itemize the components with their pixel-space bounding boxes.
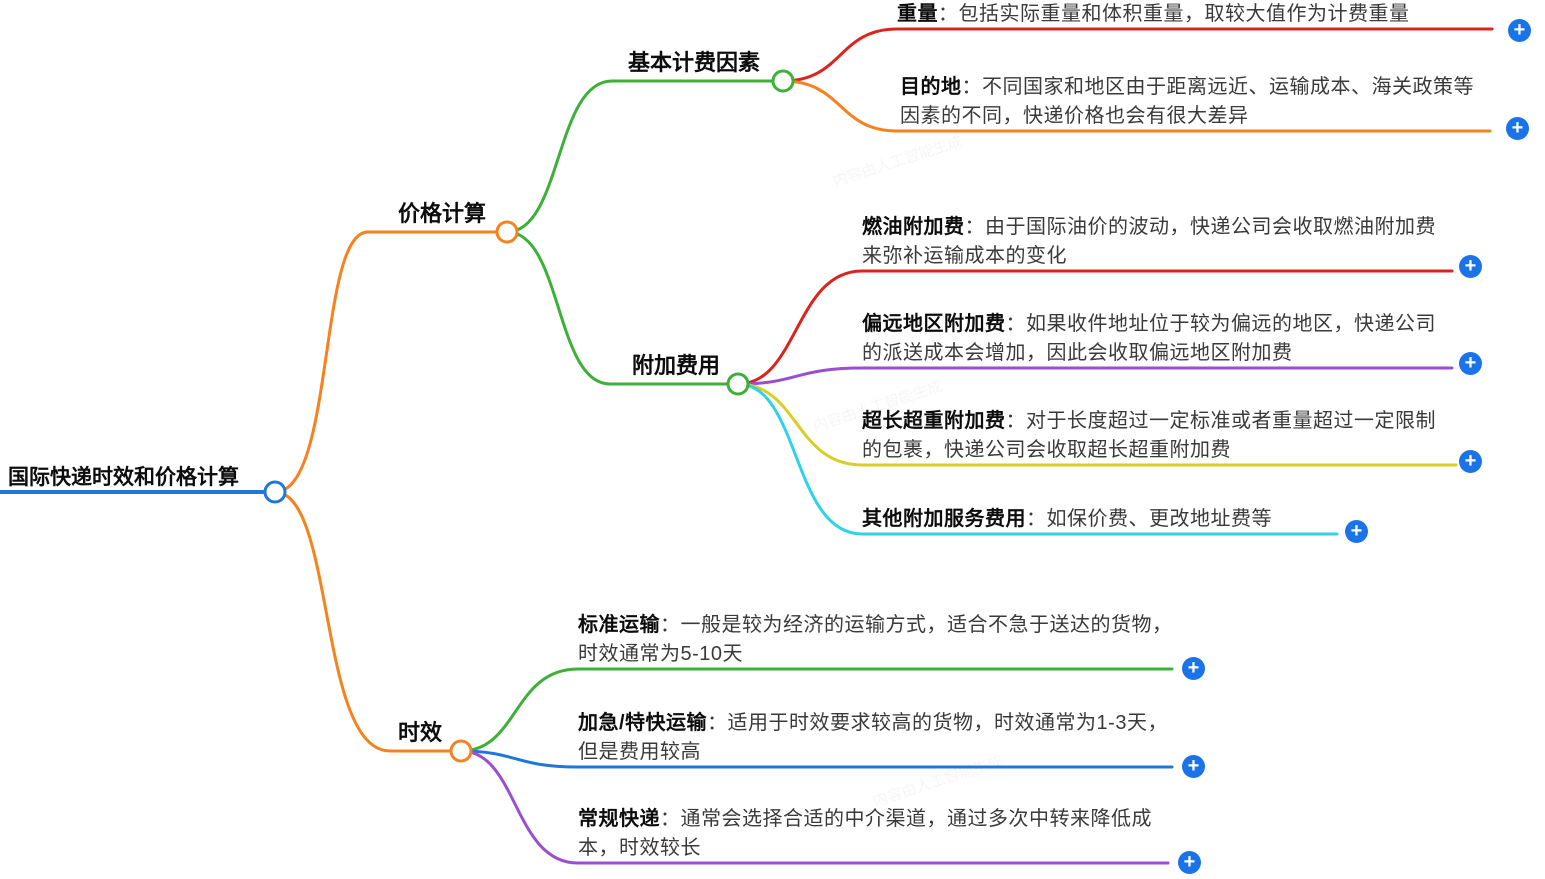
edge-basic-weight (781, 27, 1494, 83)
add-subtopic-button-remote-area-surcharge[interactable] (1459, 352, 1482, 375)
leaf-topic-other-service-fees-label: 其他附加服务费用 (862, 508, 1026, 530)
leaf-topic-fuel-surcharge[interactable]: 燃油附加费：由于国际油价的波动，快递公司会收取燃油附加费来弥补运输成本的变化 (862, 213, 1454, 271)
leaf-topic-oversize-overweight-surcharge-label: 超长超重附加费 (862, 410, 1006, 432)
leaf-topic-destination-label: 目的地 (900, 76, 962, 98)
node-handle-price[interactable] (495, 220, 519, 244)
leaf-topic-destination-desc: ：不同国家和地区由于距离远近、运输成本、海关政策等因素的不同，快递价格也会有很大… (900, 76, 1474, 127)
leaf-topic-fuel-surcharge-desc: ：由于国际油价的波动，快递公司会收取燃油附加费来弥补运输成本的变化 (862, 216, 1436, 267)
leaf-topic-weight-label: 重量 (897, 3, 938, 25)
leaf-topic-standard-shipping-desc: ：一般是较为经济的运输方式，适合不急于送达的货物，时效通常为5-10天 (578, 614, 1173, 665)
leaf-topic-regular-express-desc: ：通常会选择合适的中介渠道，通过多次中转来降低成本，时效较长 (578, 808, 1152, 859)
edge-surcharge-other (736, 382, 1339, 536)
node-handle-time[interactable] (449, 739, 473, 763)
add-subtopic-button-oversize-overweight-surcharge[interactable] (1459, 450, 1482, 473)
edge-surcharge-oversize (736, 382, 1458, 467)
branch-topic-timeliness[interactable]: 时效 (398, 720, 443, 745)
leaf-topic-fuel-surcharge-label: 燃油附加费 (862, 216, 965, 238)
edge-root-time (273, 490, 452, 753)
add-subtopic-button-destination[interactable] (1506, 117, 1529, 140)
add-subtopic-button-other-service-fees[interactable] (1345, 520, 1368, 543)
node-handle-basic[interactable] (771, 69, 795, 93)
leaf-topic-express-shipping-label: 加急/特快运输 (578, 712, 708, 734)
edge-surcharge-remote (736, 366, 1454, 386)
leaf-topic-weight-desc: ：包括实际重量和体积重量，取较大值作为计费重量 (938, 3, 1410, 25)
leaf-topic-oversize-overweight-surcharge-desc: ：对于长度超过一定标准或者重量超过一定限制的包裹，快递公司会收取超长超重附加费 (862, 410, 1436, 461)
edge-price-surcharge (505, 230, 729, 386)
leaf-topic-standard-shipping-label: 标准运输 (578, 614, 660, 636)
leaf-topic-oversize-overweight-surcharge[interactable]: 超长超重附加费：对于长度超过一定标准或者重量超过一定限制的包裹，快递公司会收取超… (862, 407, 1454, 465)
node-handle-surcharge[interactable] (726, 372, 750, 396)
root-topic[interactable]: 国际快递时效和价格计算 (8, 466, 239, 489)
leaf-topic-other-service-fees-desc: ：如保价费、更改地址费等 (1026, 508, 1272, 530)
edge-basic-destination (781, 79, 1492, 133)
node-handle-root[interactable] (263, 480, 287, 504)
leaf-topic-other-service-fees[interactable]: 其他附加服务费用：如保价费、更改地址费等 (862, 505, 1382, 534)
leaf-topic-express-shipping[interactable]: 加急/特快运输：适用于时效要求较高的货物，时效通常为1-3天，但是费用较高 (578, 709, 1178, 767)
edge-surcharge-fuel (736, 269, 1454, 386)
edge-time-regular (459, 749, 1170, 865)
leaf-topic-regular-express[interactable]: 常规快递：通常会选择合适的中介渠道，通过多次中转来降低成本，时效较长 (578, 805, 1188, 863)
leaf-topic-standard-shipping[interactable]: 标准运输：一般是较为经济的运输方式，适合不急于送达的货物，时效通常为5-10天 (578, 611, 1178, 669)
edge-time-standard (459, 667, 1174, 753)
add-subtopic-button-standard-shipping[interactable] (1182, 657, 1205, 680)
leaf-topic-destination[interactable]: 目的地：不同国家和地区由于距离远近、运输成本、海关政策等因素的不同，快递价格也会… (900, 73, 1492, 131)
leaf-topic-regular-express-label: 常规快递 (578, 808, 660, 830)
leaf-topic-remote-area-surcharge-desc: ：如果收件地址位于较为偏远的地区，快递公司的派送成本会增加，因此会收取偏远地区附… (862, 313, 1436, 364)
leaf-topic-remote-area-surcharge[interactable]: 偏远地区附加费：如果收件地址位于较为偏远的地区，快递公司的派送成本会增加，因此会… (862, 310, 1454, 368)
edge-root-price (273, 230, 498, 494)
branch-topic-surcharges[interactable]: 附加费用 (632, 353, 721, 378)
branch-topic-basic-factors[interactable]: 基本计费因素 (628, 50, 761, 75)
leaf-topic-express-shipping-desc: ：适用于时效要求较高的货物，时效通常为1-3天，但是费用较高 (578, 712, 1168, 763)
branch-topic-price-calculation[interactable]: 价格计算 (398, 201, 487, 226)
leaf-topic-weight[interactable]: 重量：包括实际重量和体积重量，取较大值作为计费重量 (897, 0, 1497, 29)
edge-price-basic (505, 79, 774, 234)
add-subtopic-button-weight[interactable] (1508, 19, 1531, 42)
add-subtopic-button-express-shipping[interactable] (1182, 755, 1205, 778)
add-subtopic-button-regular-express[interactable] (1178, 851, 1201, 874)
add-subtopic-button-fuel-surcharge[interactable] (1459, 255, 1482, 278)
leaf-topic-remote-area-surcharge-label: 偏远地区附加费 (862, 313, 1006, 335)
edge-time-express (459, 749, 1174, 769)
